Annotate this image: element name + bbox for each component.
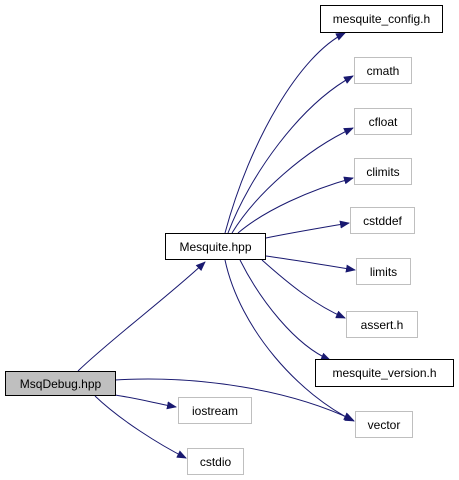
node-climits[interactable]: climits [354, 158, 412, 185]
node-limits[interactable]: limits [356, 258, 411, 285]
edge-msqdebug-to-iostream [114, 394, 177, 410]
edge-mesquite_hpp-to-mesquite_config [224, 32, 346, 234]
node-msqdebug-hpp[interactable]: MsqDebug.hpp [5, 371, 116, 396]
edge-mesquite_hpp-to-cfloat [231, 127, 354, 234]
node-cfloat[interactable]: cfloat [354, 108, 412, 135]
edge-msqdebug-to-cstdio [94, 395, 187, 459]
edge-mesquite_hpp-to-limits [265, 255, 356, 273]
node-vector[interactable]: vector [355, 411, 413, 438]
edge-msqdebug-to-vector [114, 378, 354, 421]
edge-mesquite_hpp-to-cstddef [265, 220, 350, 239]
node-iostream[interactable]: iostream [178, 397, 252, 424]
node-mesquite-version-h[interactable]: mesquite_version.h [315, 359, 454, 387]
node-mesquite-config-h[interactable]: mesquite_config.h [320, 5, 443, 33]
node-cstdio[interactable]: cstdio [187, 448, 244, 475]
edge-msqdebug-to-mesquite_hpp [77, 261, 206, 372]
edge-mesquite_hpp-to-vector [224, 259, 355, 422]
edge-mesquite_hpp-to-mesquite_version [239, 259, 331, 361]
node-cmath[interactable]: cmath [354, 57, 412, 84]
node-mesquite-hpp[interactable]: Mesquite.hpp [165, 233, 266, 260]
edge-mesquite_hpp-to-climits [237, 176, 354, 234]
node-cstddef[interactable]: cstddef [350, 207, 415, 234]
edge-mesquite_hpp-to-assert_h [261, 259, 346, 319]
edge-mesquite_hpp-to-cmath [227, 75, 354, 234]
node-assert-h[interactable]: assert.h [346, 311, 418, 338]
